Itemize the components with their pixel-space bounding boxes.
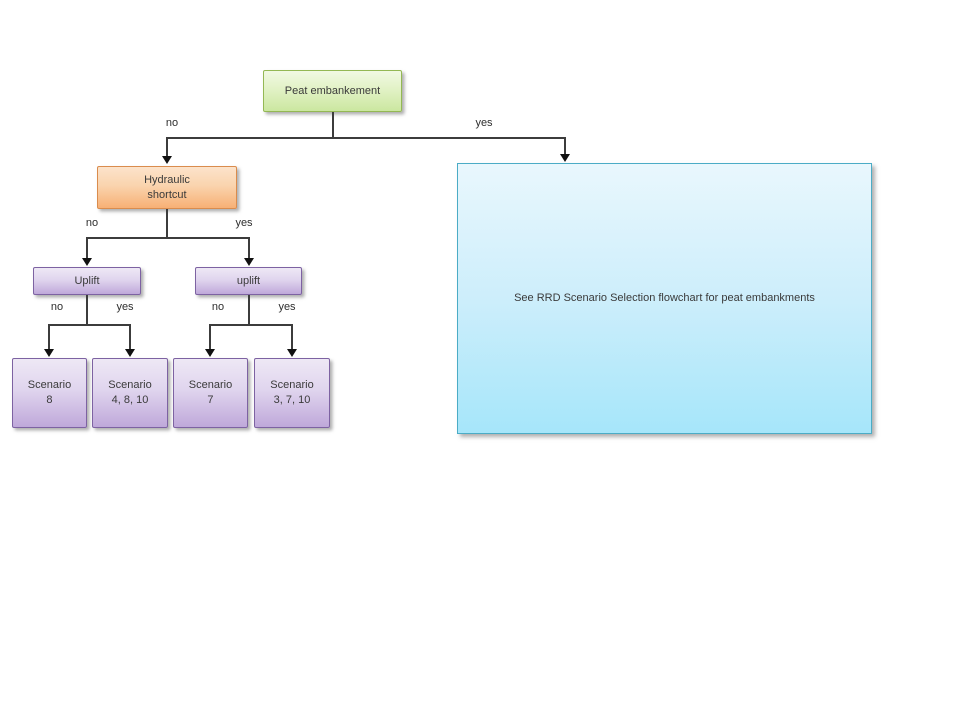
edge-label-root-yes: yes xyxy=(475,117,493,129)
connector-uplift-left-yes-drop xyxy=(129,324,131,350)
arrowhead-to-uplift-right xyxy=(244,258,254,266)
edge-label-hydraulic-yes: yes xyxy=(235,217,253,229)
connector-uplift-right-stem xyxy=(248,295,250,326)
connector-hydraulic-stem xyxy=(166,209,168,239)
edge-label-uplift-right-yes: yes xyxy=(278,301,296,313)
connector-uplift-left-stem xyxy=(86,295,88,326)
connector-uplift-left-no-drop xyxy=(48,324,50,350)
node-scenario-8: Scenario 8 xyxy=(12,358,87,428)
edge-label-uplift-left-no: no xyxy=(50,301,64,313)
node-scenario-4-8-10: Scenario 4, 8, 10 xyxy=(92,358,168,428)
edge-label-uplift-right-no: no xyxy=(211,301,225,313)
connector-root-bar xyxy=(166,137,566,139)
arrowhead-to-uplift-left xyxy=(82,258,92,266)
connector-uplift-right-no-drop xyxy=(209,324,211,350)
arrowhead-to-scenario-7 xyxy=(205,349,215,357)
edge-label-root-no: no xyxy=(165,117,179,129)
arrowhead-to-hydraulic xyxy=(162,156,172,164)
edge-label-hydraulic-no: no xyxy=(85,217,99,229)
arrowhead-to-rrd xyxy=(560,154,570,162)
node-hydraulic-shortcut: Hydraulic shortcut xyxy=(97,166,237,209)
node-uplift-left: Uplift xyxy=(33,267,141,295)
arrowhead-to-scenario-4-8-10 xyxy=(125,349,135,357)
connector-root-no-drop xyxy=(166,137,168,157)
node-uplift-right: uplift xyxy=(195,267,302,295)
arrowhead-to-scenario-3-7-10 xyxy=(287,349,297,357)
connector-hydraulic-yes-drop xyxy=(248,237,250,259)
connector-uplift-right-bar xyxy=(209,324,293,326)
node-rrd-reference: See RRD Scenario Selection flowchart for… xyxy=(457,163,872,434)
connector-hydraulic-bar xyxy=(86,237,250,239)
node-peat-embankment: Peat embankement xyxy=(263,70,402,112)
node-scenario-3-7-10: Scenario 3, 7, 10 xyxy=(254,358,330,428)
arrowhead-to-scenario-8 xyxy=(44,349,54,357)
connector-uplift-right-yes-drop xyxy=(291,324,293,350)
connector-hydraulic-no-drop xyxy=(86,237,88,259)
node-scenario-7: Scenario 7 xyxy=(173,358,248,428)
connector-uplift-left-bar xyxy=(48,324,131,326)
connector-root-stem xyxy=(332,112,334,139)
edge-label-uplift-left-yes: yes xyxy=(116,301,134,313)
connector-root-yes-drop xyxy=(564,137,566,155)
